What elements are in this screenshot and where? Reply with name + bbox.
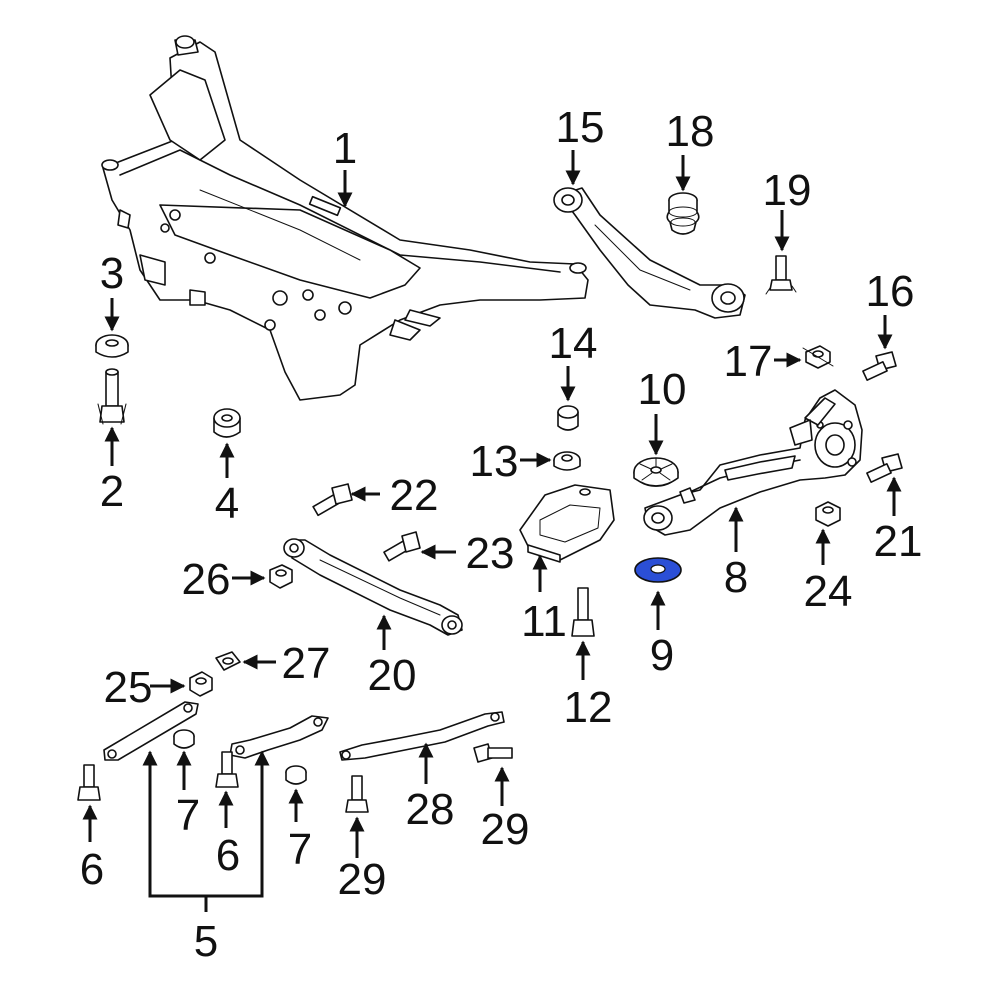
bolt-part-29-upper[interactable] [473,743,513,763]
callout-16: 16 [866,267,915,316]
callout-labels: 1 3 2 4 14 13 10 15 18 19 16 17 21 8 9 2… [80,103,923,966]
nut-part-7-right[interactable] [285,765,307,785]
callout-24: 24 [804,567,853,616]
bushing-part-4[interactable] [213,408,241,438]
callout-23: 23 [466,529,515,578]
callout-13: 13 [470,437,519,486]
bolt-part-29-lower[interactable] [345,775,369,813]
bolt-part-2[interactable] [97,368,127,425]
callout-leaders [82,150,902,912]
callout-28: 28 [406,785,455,834]
callout-12: 12 [564,683,613,732]
callout-18: 18 [666,107,715,156]
callout-6-right: 6 [216,831,240,880]
callout-20: 20 [368,651,417,700]
callout-29-upper: 29 [481,805,530,854]
callout-9: 9 [650,631,674,680]
callout-2: 2 [100,467,124,516]
callout-15: 15 [556,103,605,152]
lower-arm-knuckle-part-8[interactable] [643,389,863,536]
callout-1: 1 [333,124,357,173]
upper-control-arm-part-15[interactable] [553,187,746,319]
callout-26: 26 [182,555,231,604]
callout-3: 3 [100,249,124,298]
nut-part-25[interactable] [189,671,213,697]
callout-10: 10 [638,365,687,414]
bushing-part-14[interactable] [557,405,579,431]
bolt-part-22[interactable] [312,483,353,517]
callout-19: 19 [763,166,812,215]
washer-part-3[interactable] [95,334,129,358]
callout-22: 22 [390,471,439,520]
spring-insulator-part-9[interactable] [634,557,682,583]
crossmember-part-1[interactable] [101,35,589,401]
callout-11: 11 [521,597,567,646]
callout-6-left: 6 [80,845,104,894]
callout-21: 21 [874,517,923,566]
washer-part-13[interactable] [553,451,581,471]
callout-17: 17 [724,337,773,386]
callout-29-lower: 29 [338,855,387,904]
callout-14: 14 [549,319,598,368]
callout-5: 5 [194,917,218,966]
spring-seat-part-10[interactable] [633,457,679,487]
brace-left-part-5[interactable] [103,701,199,761]
bolt-part-19[interactable] [765,255,797,295]
nut-part-24[interactable] [815,501,841,527]
nut-part-7-left[interactable] [173,729,195,749]
callout-7-right: 7 [288,825,312,874]
lateral-link-part-20[interactable] [283,538,463,636]
nut-part-26[interactable] [269,564,293,589]
callout-7-left: 7 [176,791,200,840]
bolt-part-12[interactable] [571,587,595,637]
bump-stop-part-18[interactable] [666,192,700,235]
bolt-part-16[interactable] [862,351,897,381]
callout-27: 27 [282,639,331,688]
callout-25: 25 [104,663,153,712]
brace-right-part-5[interactable] [229,715,329,759]
nut-part-17[interactable] [802,345,834,369]
bolt-part-21[interactable] [866,453,903,483]
callout-4: 4 [215,479,239,528]
washer-part-27[interactable] [215,651,241,671]
bolt-part-23[interactable] [383,531,421,562]
callout-8: 8 [724,553,748,602]
bolt-part-6-left[interactable] [77,764,101,801]
bolt-part-6-right[interactable] [215,751,239,788]
stabilizer-link-part-28[interactable] [339,711,505,761]
bracket-part-11[interactable] [519,484,615,563]
